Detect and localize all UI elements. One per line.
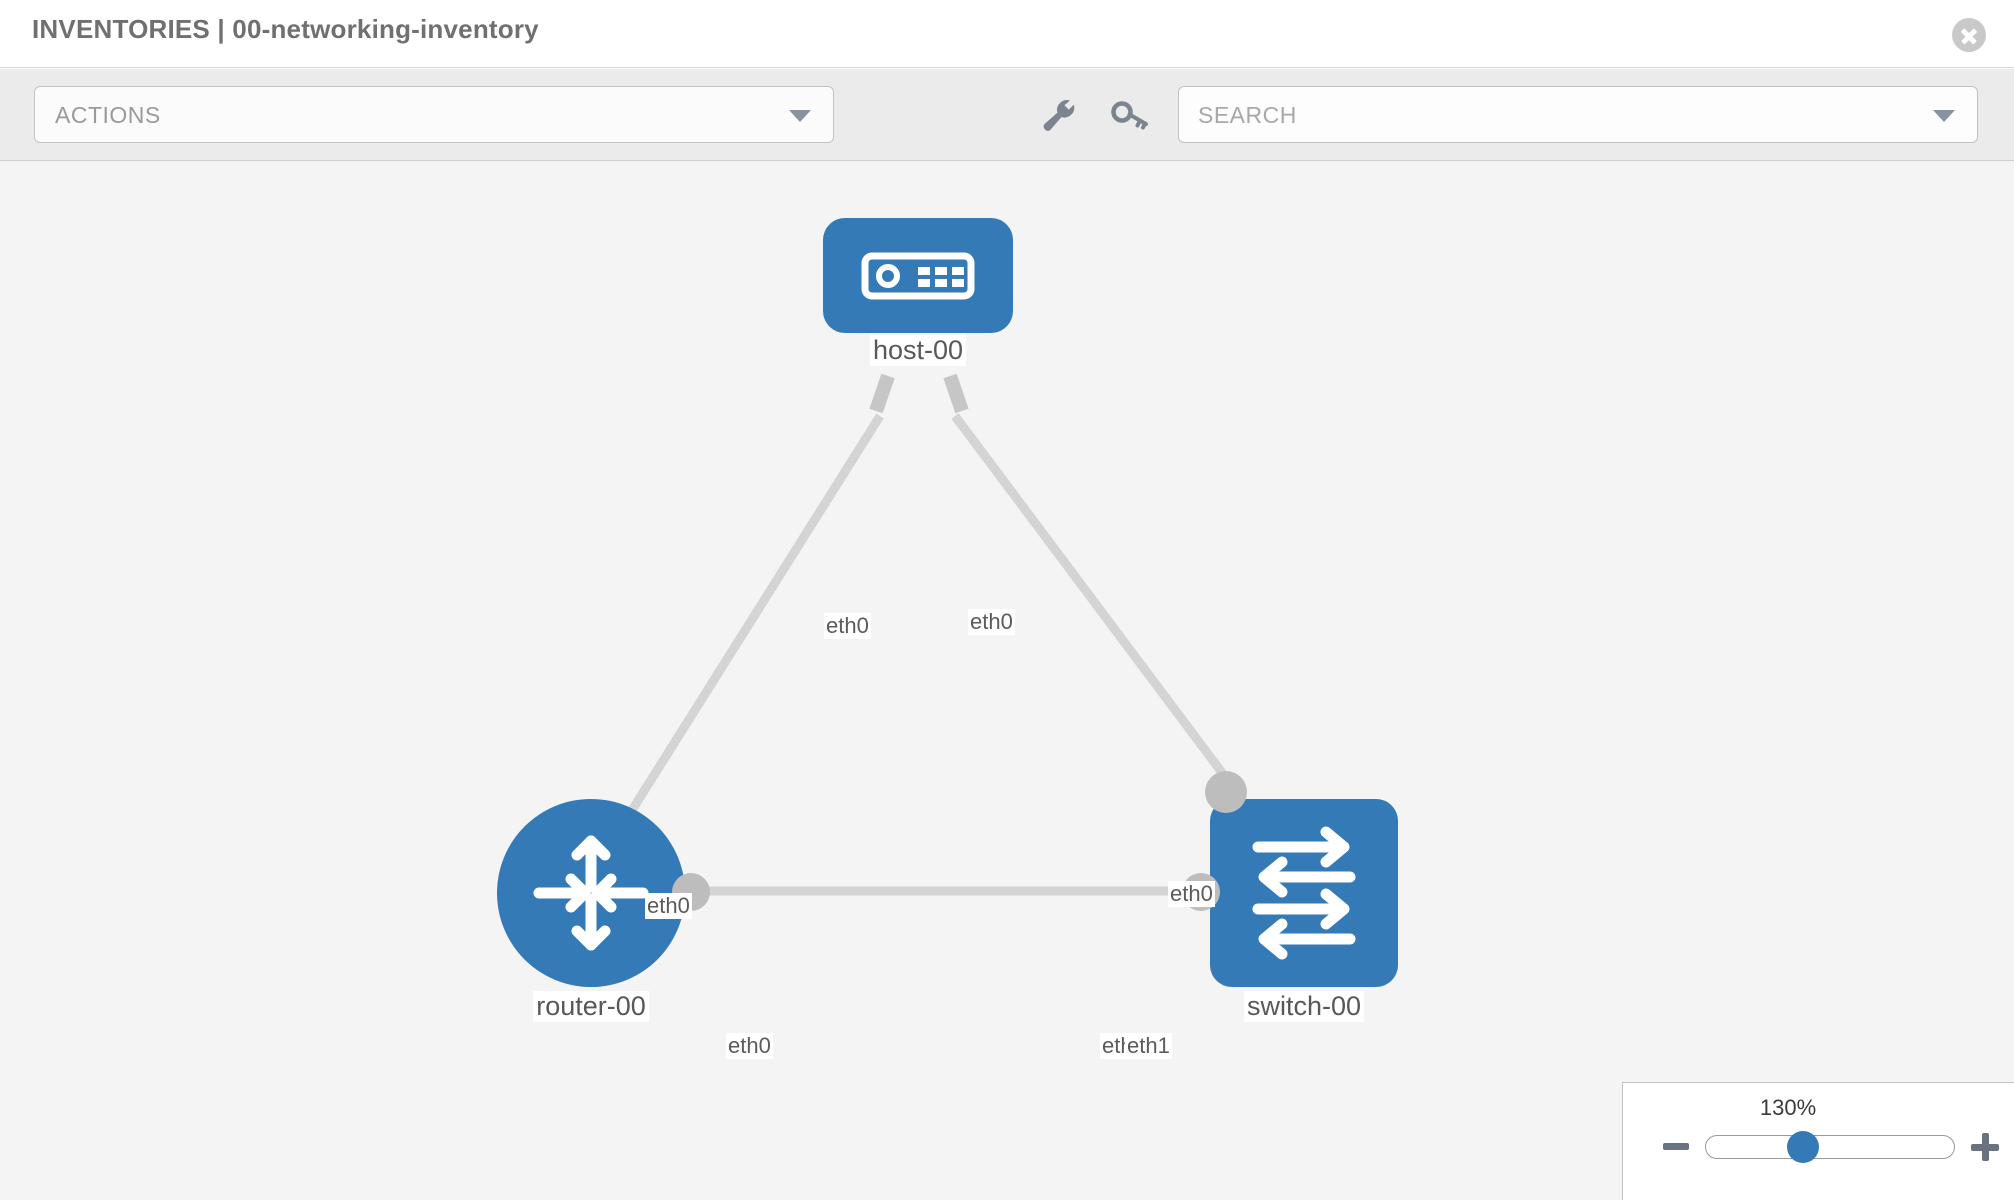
- page-header: INVENTORIES | 00-networking-inventory: [0, 0, 2014, 68]
- port-switch-top-left[interactable]: [1205, 771, 1247, 813]
- node-label-router-00: router-00: [533, 991, 649, 1022]
- link-label-switch-up-eth0: eth0: [1168, 881, 1215, 907]
- link-label-host-left-eth0: eth0: [824, 613, 871, 639]
- topology-canvas[interactable]: host-00 router-00: [0, 161, 2014, 1200]
- link-label-router-up-eth0: eth0: [645, 893, 692, 919]
- zoom-slider-track[interactable]: [1705, 1135, 1955, 1159]
- actions-dropdown-label: ACTIONS: [55, 102, 161, 128]
- chevron-down-icon: [789, 110, 811, 122]
- zoom-control-panel: 130%: [1622, 1082, 2014, 1200]
- actions-dropdown[interactable]: ACTIONS: [34, 86, 834, 143]
- switch-arrows-icon: [1252, 826, 1356, 960]
- router-arrows-icon: [533, 835, 649, 951]
- node-label-host-00: host-00: [869, 335, 967, 366]
- plus-icon[interactable]: [1971, 1133, 1999, 1161]
- minus-icon[interactable]: [1663, 1143, 1689, 1150]
- close-icon[interactable]: [1952, 18, 1986, 52]
- link-label-host-right-eth0: eth0: [968, 609, 1015, 635]
- search-placeholder: SEARCH: [1198, 102, 1297, 128]
- node-label-switch-00: switch-00: [1243, 991, 1365, 1022]
- key-icon[interactable]: [1110, 97, 1150, 133]
- zoom-level-value: 130%: [1759, 1095, 1817, 1120]
- node-host-00[interactable]: host-00: [823, 218, 1013, 366]
- chevron-down-icon: [1933, 110, 1955, 122]
- node-switch-00[interactable]: switch-00: [1210, 799, 1398, 1022]
- link-label-switch-left-eth1: eth1: [1125, 1033, 1172, 1059]
- zoom-slider-handle[interactable]: [1787, 1131, 1819, 1163]
- link-label-router-right-eth0: eth0: [726, 1033, 773, 1059]
- toolbar: ACTIONS SEARCH: [0, 69, 2014, 161]
- page-title: INVENTORIES | 00-networking-inventory: [32, 14, 539, 44]
- search-input[interactable]: SEARCH: [1178, 86, 1978, 143]
- topology-links: [596, 373, 1236, 896]
- wrench-icon[interactable]: [1040, 97, 1080, 133]
- server-icon: [861, 252, 975, 300]
